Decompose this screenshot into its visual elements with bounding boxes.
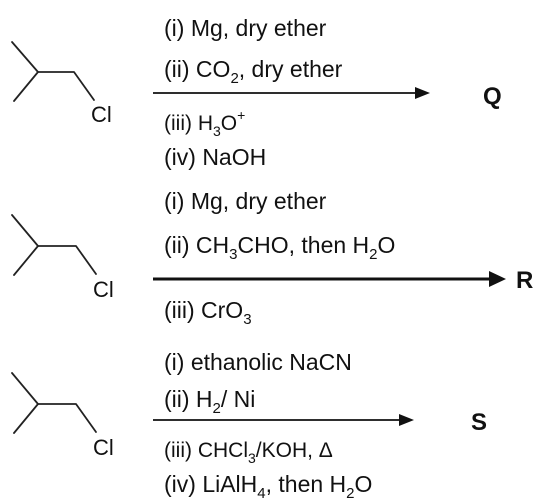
product-r: R [516, 267, 533, 294]
reactant-2-structure: Cl [11, 214, 114, 302]
reaction-2-arrowhead [489, 271, 506, 287]
reactant-1-chlorine: Cl [91, 102, 112, 127]
reactant-3-structure: Cl [11, 372, 114, 460]
reaction-1-step-1: (i) Mg, dry ether [164, 15, 327, 41]
reactant-3-skeleton [11, 372, 39, 434]
reaction-1-arrowhead [415, 87, 430, 99]
reactant-1-structure: Cl [11, 41, 112, 127]
product-s: S [471, 409, 487, 436]
reaction-1: Cl (i) Mg, dry ether (ii) CO2, dry ether… [11, 15, 502, 170]
reactant-3-chain [37, 403, 97, 433]
reaction-2-step-1: (i) Mg, dry ether [164, 188, 327, 214]
reaction-1-conditions: (i) Mg, dry ether (ii) CO2, dry ether (i… [164, 15, 343, 170]
reaction-3-step-2: (ii) H2/ Ni [164, 386, 255, 417]
reaction-2-step-2: (ii) CH3CHO, then H2O [164, 232, 395, 263]
reaction-3-arrow [153, 414, 414, 426]
reaction-3: Cl (i) ethanolic NaCN (ii) H2/ Ni (iii) … [11, 349, 487, 502]
reactant-1-chain [37, 71, 95, 101]
product-q: Q [483, 83, 502, 110]
reaction-3-conditions: (i) ethanolic NaCN (ii) H2/ Ni (iii) CHC… [164, 349, 372, 502]
reaction-3-step-1: (i) ethanolic NaCN [164, 349, 352, 375]
reaction-1-arrow [153, 87, 430, 99]
reaction-1-step-4: (iv) NaOH [164, 144, 266, 170]
reactant-3-chlorine: Cl [93, 435, 114, 460]
reactant-2-chain [37, 245, 97, 275]
reactant-1-skeleton [11, 41, 39, 102]
reaction-3-arrowhead [399, 414, 414, 426]
reaction-1-step-2: (ii) CO2, dry ether [164, 56, 343, 87]
reaction-2-step-3: (iii) CrO3 [164, 297, 252, 328]
reaction-2-arrow [153, 271, 506, 287]
reaction-3-step-4: (iv) LiAlH4, then H2O [164, 471, 372, 502]
reaction-2: Cl (i) Mg, dry ether (ii) CH3CHO, then H… [11, 188, 533, 328]
reaction-1-step-3: (iii) H3O+ [164, 107, 245, 139]
reaction-3-step-3: (iii) CHCl3/KOH, Δ [164, 439, 333, 466]
reactant-2-skeleton [11, 214, 39, 276]
reaction-2-conditions: (i) Mg, dry ether (ii) CH3CHO, then H2O … [164, 188, 395, 328]
reactant-2-chlorine: Cl [93, 277, 114, 302]
